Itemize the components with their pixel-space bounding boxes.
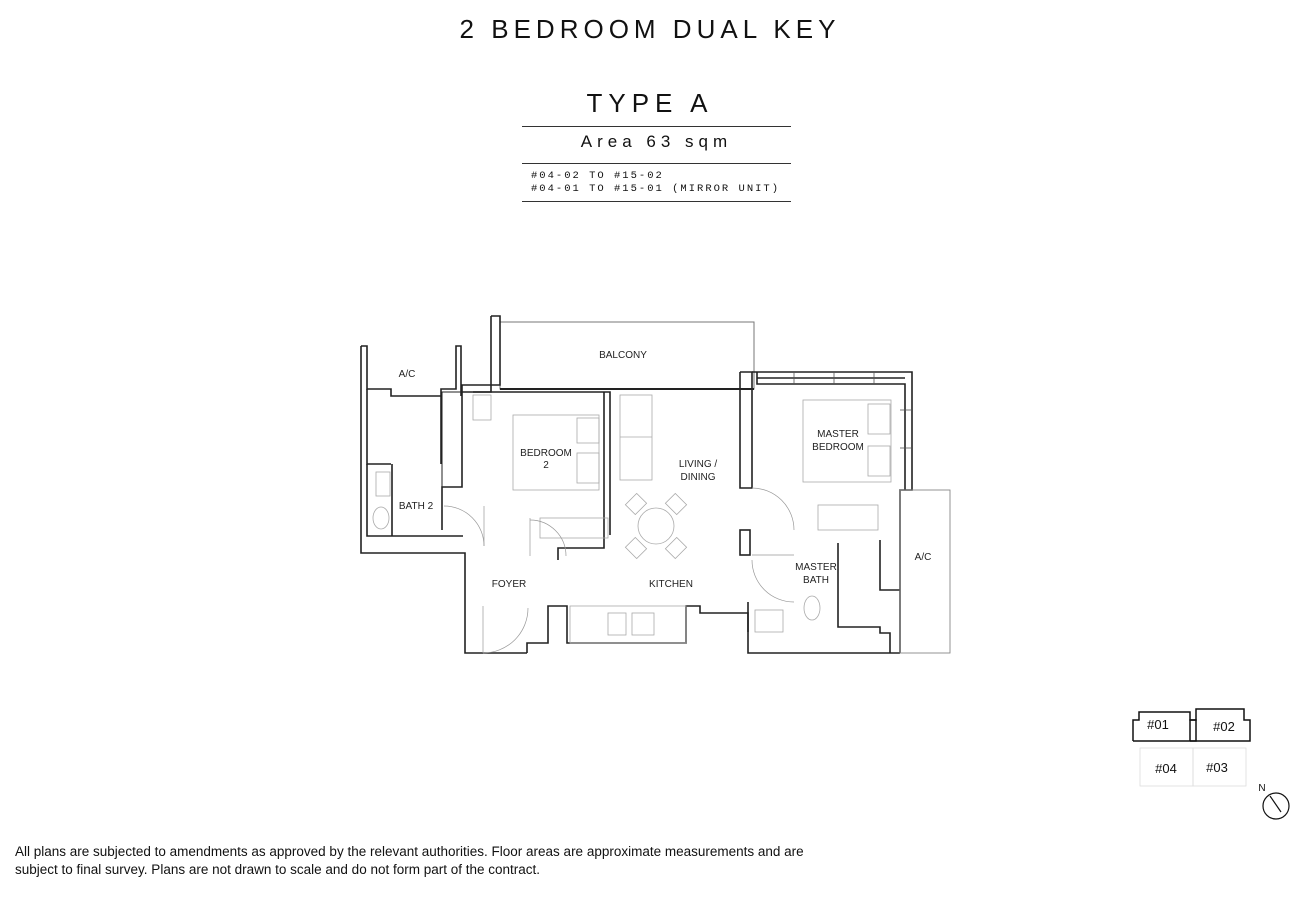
master-bath-label-line1: MASTER [795,562,837,573]
living-label-line2: DINING [681,472,716,483]
disclaimer-line-1: All plans are subjected to amendments as… [15,844,804,859]
disclaimer-line-2: subject to final survey. Plans are not d… [15,861,541,877]
ac-right-label: A/C [915,552,932,563]
key-plan: #01 #02 #04 #03 [1132,708,1251,787]
bath-fittings [372,471,821,633]
exterior-walls [360,315,913,654]
window-frames [793,372,912,449]
unit-type-heading: TYPE A [586,88,714,118]
bath-2-label: BATH 2 [399,501,434,512]
key-unit-04: #04 [1155,761,1177,776]
master-bedroom-furniture [802,399,892,531]
divider-top [522,126,791,127]
bedroom-2-label-line1: BEDROOM [520,448,572,459]
kitchen-label: KITCHEN [649,579,693,590]
bedroom-2-furniture [472,394,609,539]
master-bedroom-label-line2: BEDROOM [812,442,864,453]
divider-bottom [522,201,791,202]
balcony-label: BALCONY [599,350,647,361]
bedroom-2-label-line2: 2 [543,460,549,471]
door-swings [443,487,795,654]
ac-left-label: A/C [399,369,416,380]
living-label-line1: LIVING / [679,459,718,470]
north-arrow-icon: N [1258,783,1290,820]
unit-numbers: #04-02 TO #15-02 #04-01 TO #15-01 (MIRRO… [531,170,780,196]
divider-middle [522,163,791,164]
unit-range-1: #04-02 TO #15-02 [531,170,664,182]
living-dining-furniture [619,394,688,560]
key-unit-01: #01 [1147,717,1169,732]
key-unit-02: #02 [1213,719,1235,734]
plan-title: 2 BEDROOM DUAL KEY [459,14,841,44]
master-bedroom-label-line1: MASTER [817,429,859,440]
key-unit-03: #03 [1206,760,1228,775]
kitchen-fittings [569,605,687,644]
foyer-label: FOYER [492,579,526,590]
disclaimer: All plans are subjected to amendments as… [15,843,804,878]
master-bath-label-line2: BATH [803,575,829,586]
ac-ledge-right [899,489,951,654]
unit-range-2: #04-01 TO #15-01 (MIRROR UNIT) [531,183,781,195]
area-label: Area 63 sqm [580,132,733,151]
north-label: N [1258,783,1265,794]
